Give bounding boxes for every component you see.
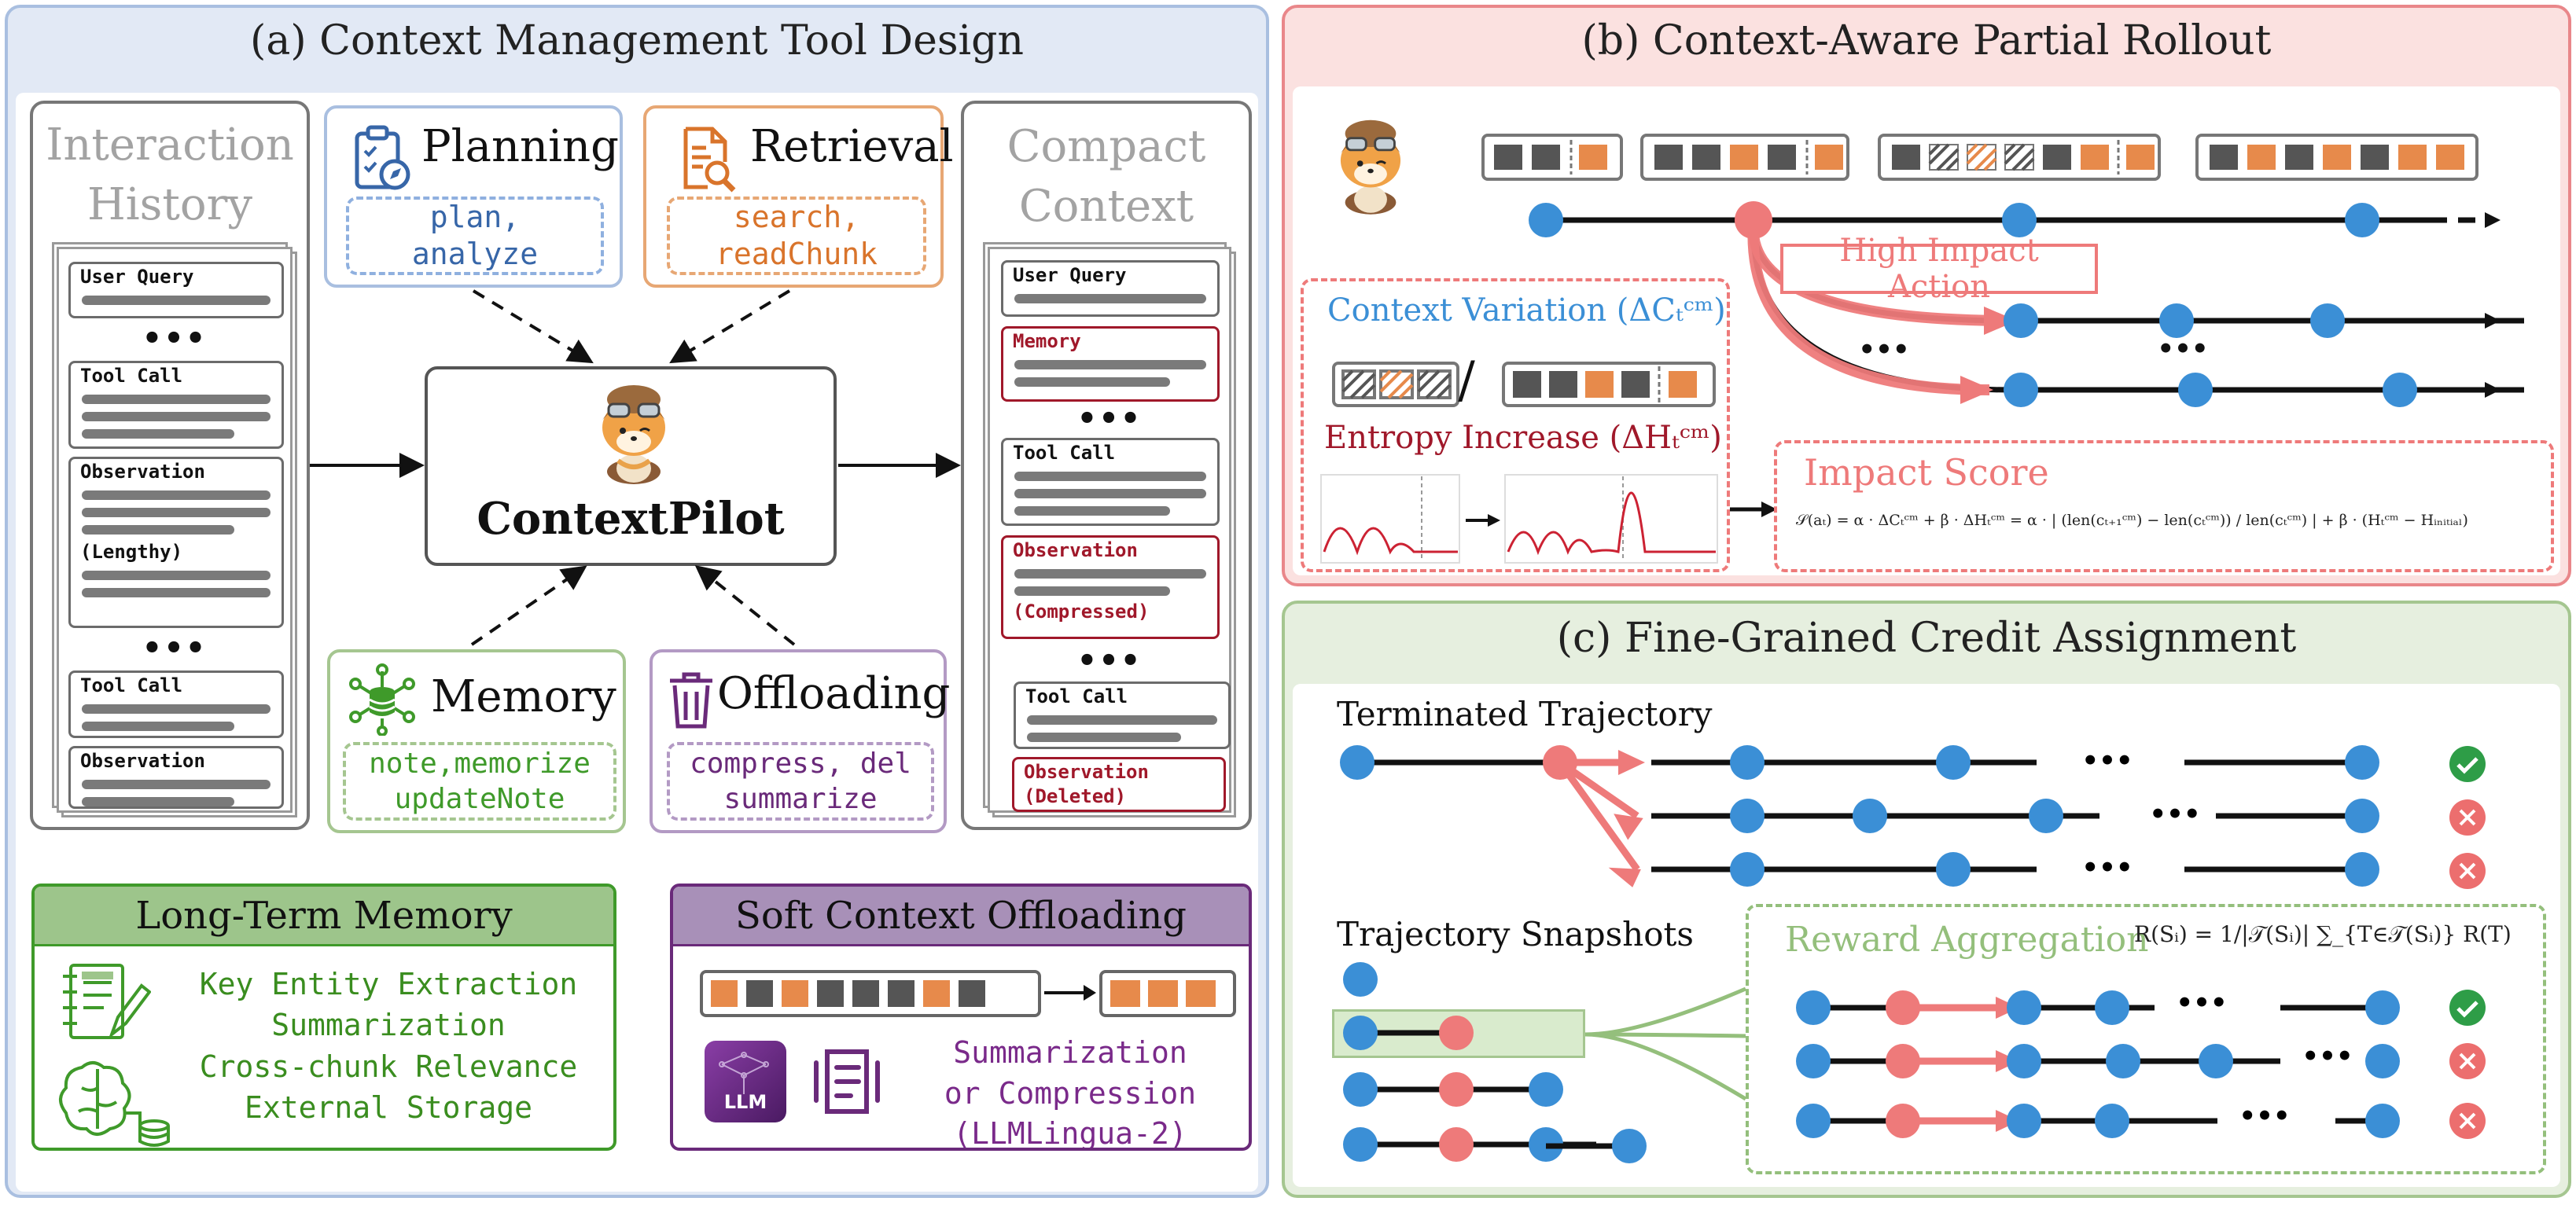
snapshot-connectors (1584, 986, 1747, 1101)
memory-network-icon (346, 663, 418, 737)
soft-offloading-panel: Soft Context Offloading LLM (670, 884, 1252, 1151)
memory-tool: Memory note,memorize updateNote (327, 649, 626, 833)
interaction-history-title: Interaction History (46, 119, 294, 230)
compact-memory: Memory (1001, 326, 1220, 402)
panel-b-title: (b) Context-Aware Partial Rollout (1581, 17, 2272, 64)
term-ellipsis-1: ••• (2081, 745, 2133, 777)
fail-icon (2449, 1043, 2486, 1079)
snapshot-last-node-circle (1612, 1129, 1647, 1163)
fail-icon (2449, 1103, 2486, 1139)
soft-offloading-title: Soft Context Offloading (673, 887, 1249, 946)
context-variation-blocks (1332, 362, 1716, 407)
history-user-query: User Query (68, 262, 284, 318)
compact-user-query: User Query (1001, 260, 1220, 317)
branch-ellipsis-left: ••• (1858, 334, 1910, 366)
token-strip-before (700, 970, 1041, 1017)
reward-aggregation-box: Reward Aggregation R(Sᵢ) = 1/|𝒯(Sᵢ)| ∑_{… (1746, 904, 2546, 1174)
compact-tool-call-2: Tool Call (1014, 681, 1231, 749)
trash-icon (667, 670, 716, 731)
impact-score-title: Impact Score (1804, 451, 2049, 494)
context-variation-label: Context Variation (ΔCₜᶜᵐ) (1327, 292, 1726, 329)
planning-title: Planning (421, 121, 619, 172)
history-tool-call: Tool Call (68, 361, 284, 449)
contextpilot-label: ContextPilot (477, 493, 785, 545)
trajectory-snapshots-label: Trajectory Snapshots (1337, 915, 1694, 953)
pilot-mascot-icon (585, 376, 683, 486)
soft-offloading-desc: Summarization or Compression (LLMLingua-… (944, 1035, 1197, 1151)
long-term-memory-panel: Long-Term Memory Key Entity Extraction S… (31, 884, 616, 1151)
compact-context: Compact Context User Query Memory ••• To… (961, 101, 1252, 830)
offloading-functions: compress, del summarize (667, 742, 934, 821)
rollout-context-blocks (1481, 134, 2478, 181)
snapshot-last-node (1546, 1143, 1621, 1149)
interaction-history: Interaction History User Query ••• Tool … (30, 101, 310, 830)
clipboard-compass-icon (352, 124, 412, 192)
memory-title: Memory (431, 671, 616, 722)
retrieval-title: Retrieval (750, 121, 954, 172)
branch-ellipsis-right: ••• (2157, 333, 2209, 365)
panel-a-arrows (310, 289, 961, 646)
compact-observation-compressed: Observation (Compressed) (1001, 535, 1220, 639)
offloading-tool: Offloading compress, del summarize (650, 649, 951, 833)
panel-a-title: (a) Context Management Tool Design (250, 17, 1024, 64)
context-entropy-box: Context Variation (ΔCₜᶜᵐ) / Entropy Incr… (1301, 278, 1730, 572)
notepad-pencil-icon (57, 959, 152, 1045)
reward-aggregation-title: Reward Aggregation (1785, 920, 2149, 960)
compress-doc-icon (810, 1042, 884, 1121)
reward-ellipsis-1: ••• (2176, 987, 2228, 1019)
reward-ellipsis-2: ••• (2302, 1041, 2353, 1072)
rollout-timelines (1529, 201, 2524, 407)
compact-context-title: Compact Context (1006, 121, 1206, 232)
memory-functions: note,memorize updateNote (343, 742, 616, 821)
contextpilot-box: ContextPilot (425, 366, 837, 566)
reward-trajectories (1796, 990, 2400, 1138)
pilot-mascot-small-icon (1324, 108, 1417, 219)
planning-functions: plan, analyze (346, 197, 604, 275)
long-term-memory-title: Long-Term Memory (35, 887, 613, 946)
variation-slash: / (1458, 351, 1475, 410)
reward-formula: R(Sᵢ) = 1/|𝒯(Sᵢ)| ∑_{T∈𝒯(Sᵢ)} R(T) (2134, 921, 2512, 947)
impact-score-box: Impact Score 𝒮(aₜ) = α · ΔCₜᶜᵐ + β · ΔHₜ… (1774, 440, 2554, 572)
planning-tool: Planning plan, analyze (324, 105, 623, 288)
compress-arrow (1044, 985, 1096, 1001)
history-tool-call-2: Tool Call (68, 670, 284, 738)
term-ellipsis-3: ••• (2081, 852, 2133, 884)
llm-chip-icon: LLM (705, 1041, 786, 1122)
compact-stack: User Query Memory ••• Tool Call Observat… (983, 242, 1239, 817)
reward-ellipsis-3: ••• (2239, 1100, 2291, 1132)
impact-score-formula: 𝒮(aₜ) = α · ΔCₜᶜᵐ + β · ΔHₜᶜᵐ = α · | (l… (1796, 512, 2468, 529)
panel-c-title: (c) Fine-Grained Credit Assignment (1556, 615, 2297, 662)
impact-arrow (1730, 501, 1777, 517)
brain-database-icon (58, 1056, 184, 1148)
history-stack: User Query ••• Tool Call Observation (Le… (52, 242, 300, 817)
llm-badge-label: LLM (723, 1091, 767, 1113)
success-icon (2449, 990, 2486, 1026)
history-observation-lengthy: Observation (Lengthy) (68, 457, 284, 628)
retrieval-tool: Retrieval search, readChunk (643, 105, 954, 288)
terminated-trajectory-graph (1340, 745, 2379, 887)
terminated-trajectory-label: Terminated Trajectory (1337, 695, 1713, 733)
fail-icon (2449, 799, 2486, 836)
history-observation: Observation (68, 746, 284, 809)
term-ellipsis-2: ••• (2149, 799, 2201, 830)
entropy-plots (1320, 474, 1718, 564)
high-impact-action-label: High Impact Action (1780, 233, 2098, 305)
offloading-title: Offloading (717, 668, 951, 719)
retrieval-functions: search, readChunk (667, 197, 926, 275)
success-icon (2449, 746, 2486, 782)
fail-icon (2449, 853, 2486, 889)
long-term-memory-list: Key Entity Extraction Summarization Cros… (199, 967, 578, 1126)
compact-tool-call: Tool Call (1001, 438, 1220, 526)
document-search-icon (679, 126, 739, 193)
entropy-increase-label: Entropy Increase (ΔHₜᶜᵐ) (1324, 420, 1722, 456)
compact-observation-deleted: Observation (Deleted) (1012, 757, 1226, 812)
token-strip-after (1099, 970, 1236, 1017)
